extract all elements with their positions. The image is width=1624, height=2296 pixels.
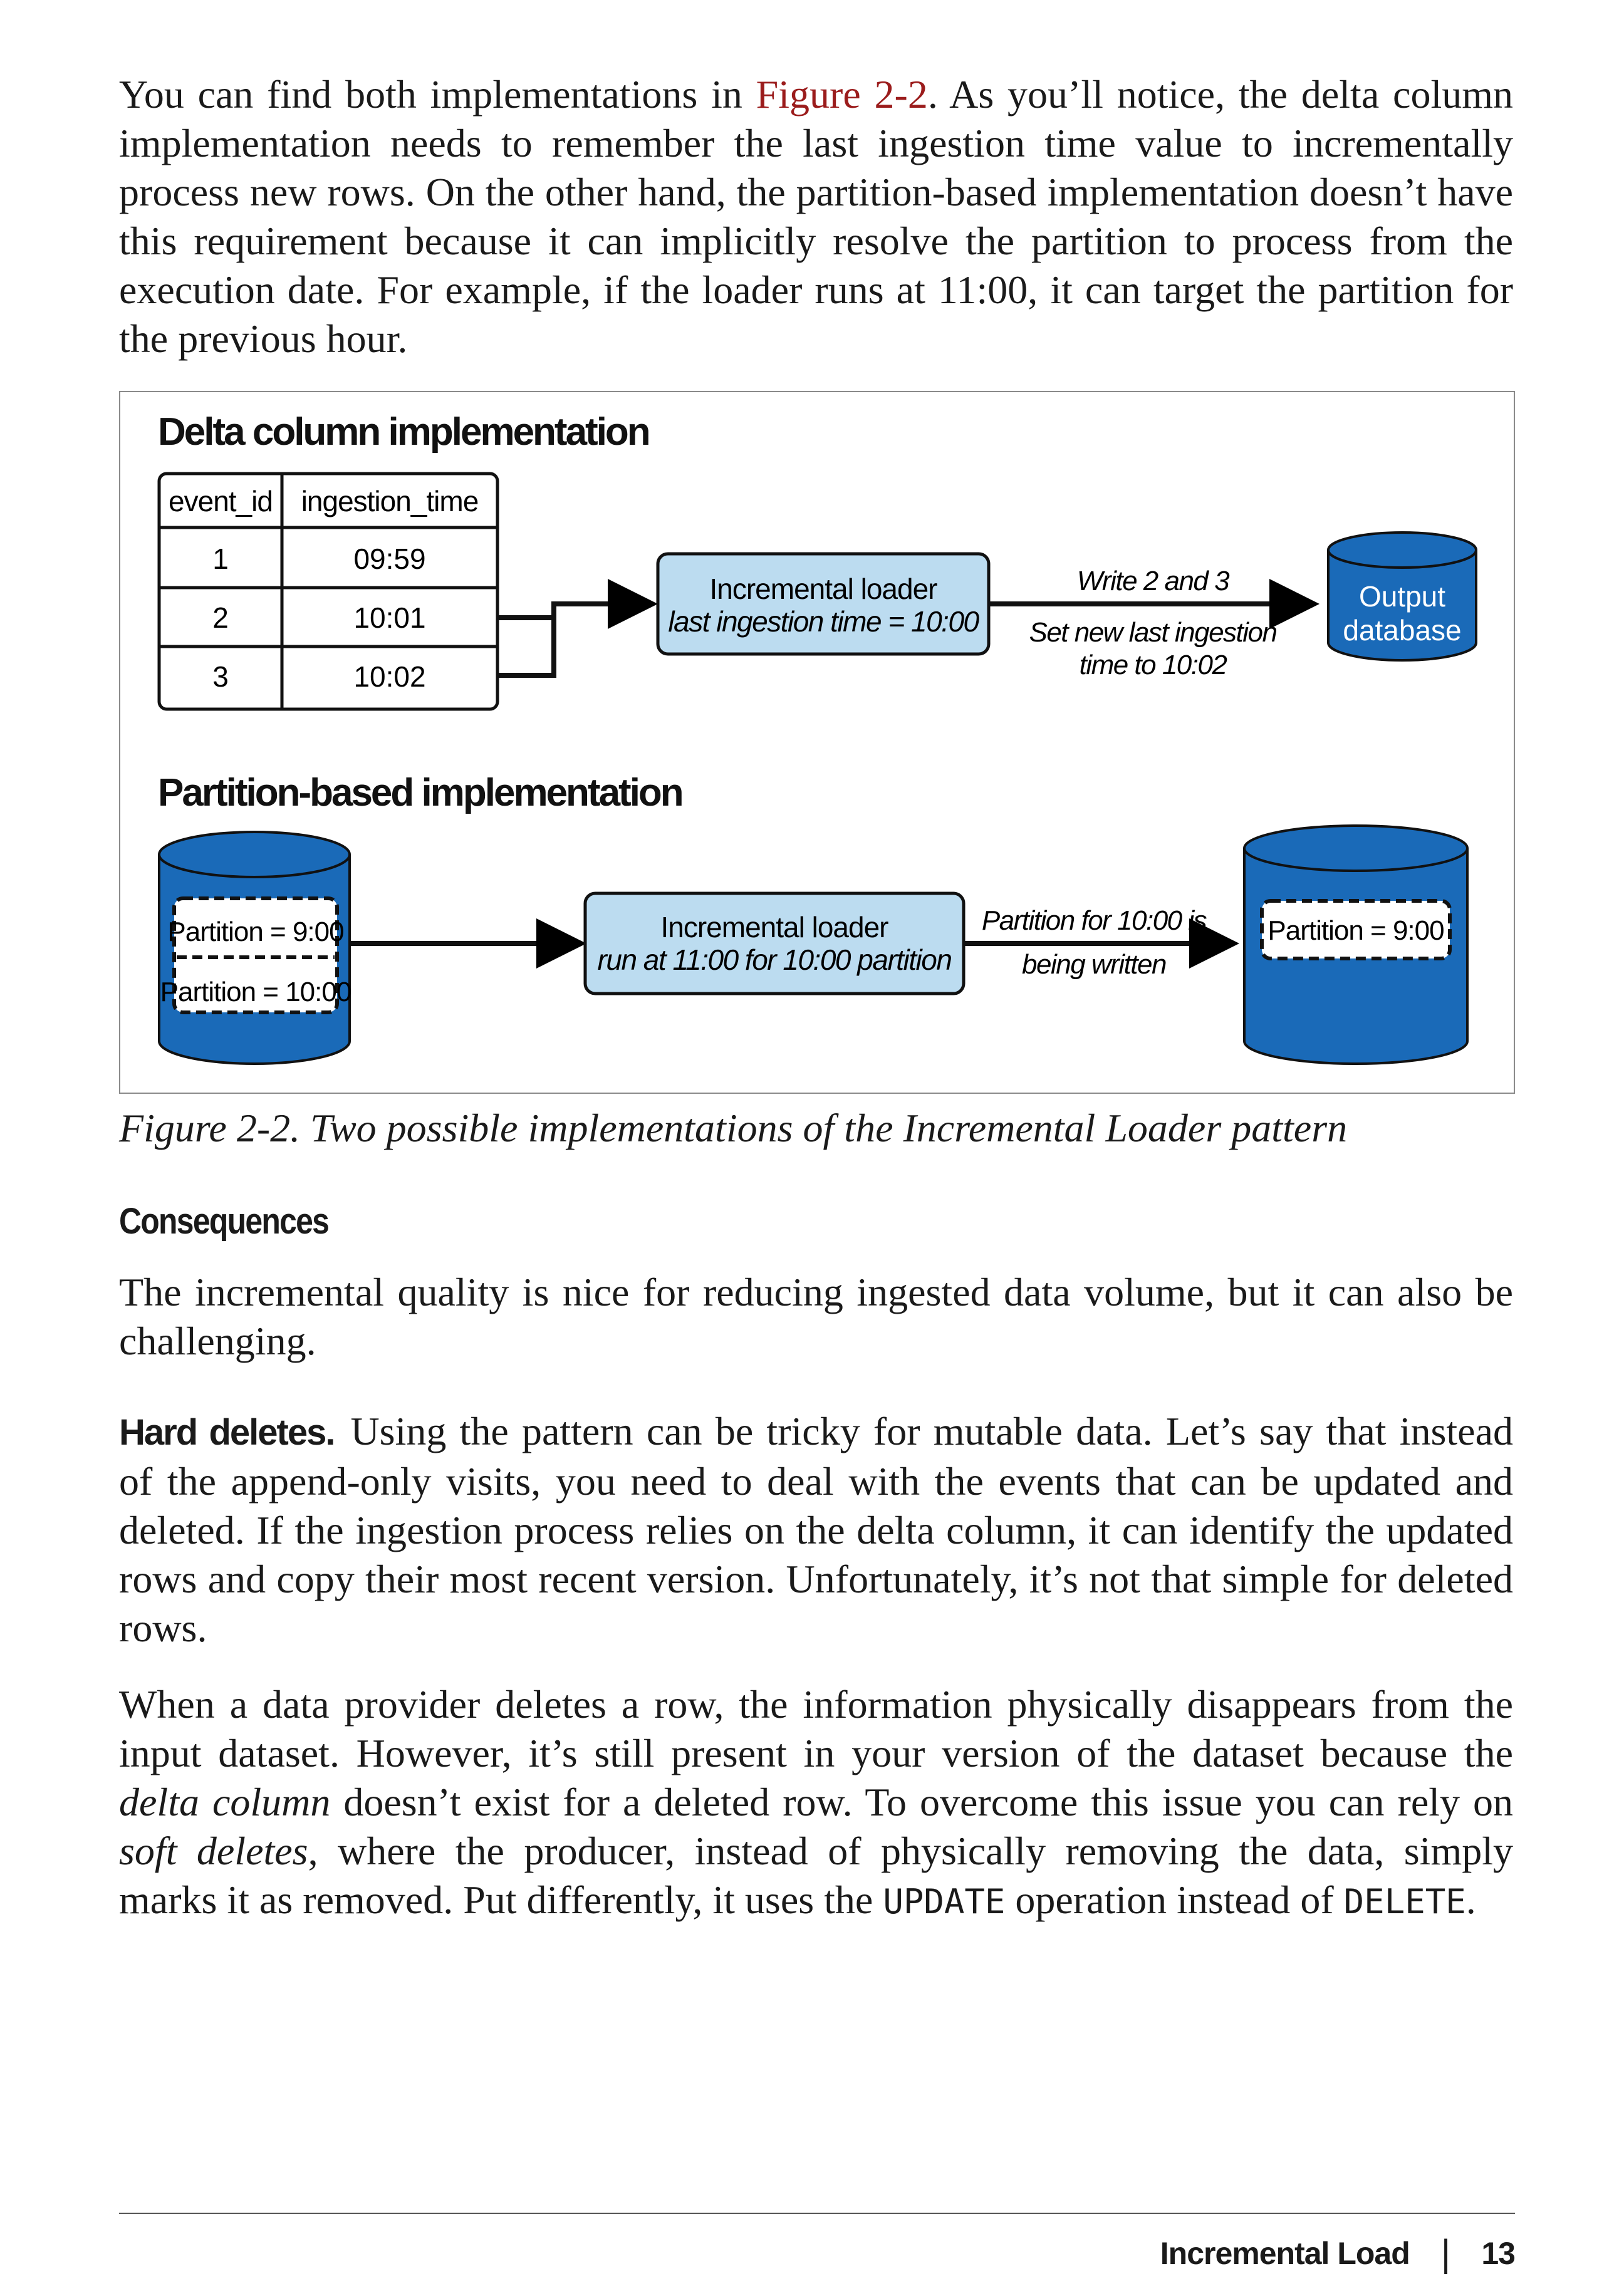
svg-text:database: database	[1343, 614, 1461, 647]
output-database-icon: Output database	[1327, 531, 1477, 662]
page-number: 13	[1481, 2235, 1516, 2271]
table-cell: 3	[212, 660, 229, 693]
partition-incremental-loader-box: Incremental loader run at 11:00 for 10:0…	[583, 891, 966, 995]
table-cell: 10:01	[353, 601, 425, 634]
footer-rule	[119, 2213, 1515, 2214]
table-header-ingestion-time: ingestion_time	[301, 485, 479, 517]
source-partition-900: Partition = 9:00	[167, 917, 343, 947]
partition-title: Partition-based implementation	[158, 771, 682, 814]
code-delete: DELETE	[1343, 1882, 1466, 1921]
footer-section-title: Incremental Load	[1160, 2235, 1410, 2271]
svg-text:last ingestion time = 10:00: last ingestion time = 10:00	[668, 605, 979, 638]
delta-arrow-label-top: Write 2 and 3	[1077, 566, 1230, 596]
svg-text:run at 11:00 for 10:00 partiti: run at 11:00 for 10:00 partition	[598, 943, 952, 976]
source-partition-1000: Partition = 10:00	[160, 977, 351, 1007]
figure-link[interactable]: Figure 2-2	[756, 72, 928, 117]
svg-text:Output: Output	[1359, 580, 1445, 613]
table-cell: 10:02	[353, 660, 425, 693]
consequences-paragraph: The incremental quality is nice for redu…	[119, 1270, 1513, 1363]
soft-deletes-paragraph: When a data provider deletes a row, the …	[119, 1682, 1514, 1922]
source-database-icon: Partition = 9:00 Partition = 10:00	[158, 831, 351, 1065]
delta-title: Delta column implementation	[158, 410, 649, 454]
delta-incremental-loader-box: Incremental loader last ingestion time =…	[656, 552, 991, 656]
table-cell: 09:59	[353, 543, 425, 575]
svg-text:Incremental loader: Incremental loader	[710, 573, 938, 605]
delta-arrow-label-line2: time to 10:02	[1080, 650, 1227, 680]
delta-arrow-label-line1: Set new last ingestion	[1029, 617, 1276, 648]
figure-diagram: Delta column implementation event_id ing…	[157, 410, 1477, 1065]
table-cell: 2	[212, 601, 229, 634]
dest-partition-900: Partition = 9:00	[1267, 915, 1444, 946]
partition-arrow-label-bottom: being written	[1022, 949, 1166, 980]
rows-to-loader-connector	[499, 604, 653, 678]
code-update: UPDATE	[883, 1882, 1006, 1921]
table-header-event-id: event_id	[169, 485, 273, 517]
hard-deletes-paragraph: Hard deletes.Using the pattern can be tr…	[119, 1409, 1513, 1650]
footer-separator: |	[1440, 2232, 1451, 2274]
figure-frame: Delta column implementation event_id ing…	[119, 391, 1515, 1094]
intro-paragraph: You can find both implementations in Fig…	[119, 72, 1514, 361]
destination-database-icon: Partition = 9:00	[1243, 824, 1469, 1065]
partition-arrow-label-top: Partition for 10:00 is	[982, 905, 1207, 936]
svg-text:Incremental loader: Incremental loader	[661, 911, 889, 943]
page-footer: Incremental Load | 13	[1160, 2231, 1516, 2275]
table-cell: 1	[212, 543, 229, 575]
events-table: event_id ingestion_time 1 09:59 2 10:01 …	[157, 472, 499, 711]
hard-deletes-runin-heading: Hard deletes.	[119, 1412, 335, 1453]
figure-caption: Figure 2-2. Two possible implementations…	[119, 1106, 1348, 1150]
section-heading-consequences: Consequences	[119, 1201, 330, 1242]
